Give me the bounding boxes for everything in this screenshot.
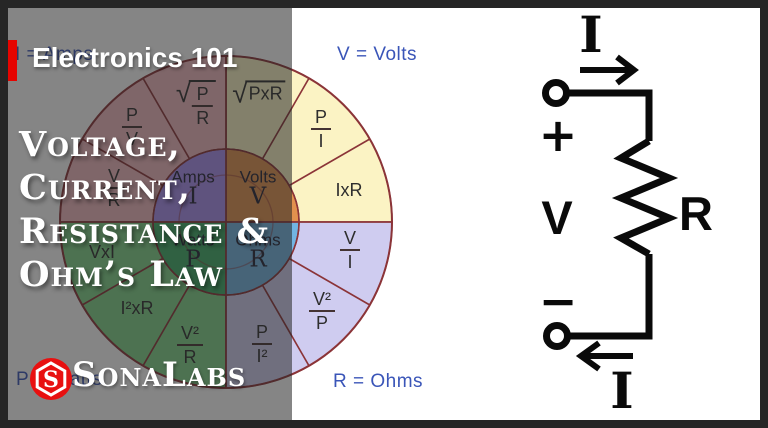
dark-overlay-panel <box>8 8 292 420</box>
terminal-top <box>542 79 570 107</box>
headline-line-1: Voltage, <box>19 124 181 165</box>
label-resistance: R <box>679 187 713 240</box>
brand-name: SonaLabs <box>72 355 247 395</box>
legend-volts: V = Volts <box>337 44 418 65</box>
label-minus: − <box>539 274 578 328</box>
label-current-bottom: I <box>610 361 633 420</box>
red-accent-bar <box>8 40 17 81</box>
label-current-top: I <box>579 5 602 64</box>
current-arrow-right-icon <box>580 54 639 86</box>
headline-line-2: Current, <box>19 167 191 208</box>
label-voltage: V <box>541 191 573 244</box>
label-plus: + <box>539 108 578 162</box>
headline-line-3: Resistance & <box>19 211 270 252</box>
circuit-diagram: I + V R − I <box>539 5 713 420</box>
formula-ixr: IxR <box>335 180 363 200</box>
headline-line-4: Ohm’s Law <box>19 254 224 295</box>
brand-logo-letter: S <box>43 367 59 393</box>
wire-top <box>567 89 653 141</box>
current-arrow-left-icon <box>575 340 633 372</box>
series-title: Electronics 101 <box>32 42 238 73</box>
legend-ohms: R = Ohms <box>333 371 424 392</box>
wire-bottom <box>568 254 653 340</box>
brand-logo-icon: S <box>30 358 72 400</box>
terminal-bottom <box>543 322 571 350</box>
resistor-zigzag <box>611 138 679 258</box>
